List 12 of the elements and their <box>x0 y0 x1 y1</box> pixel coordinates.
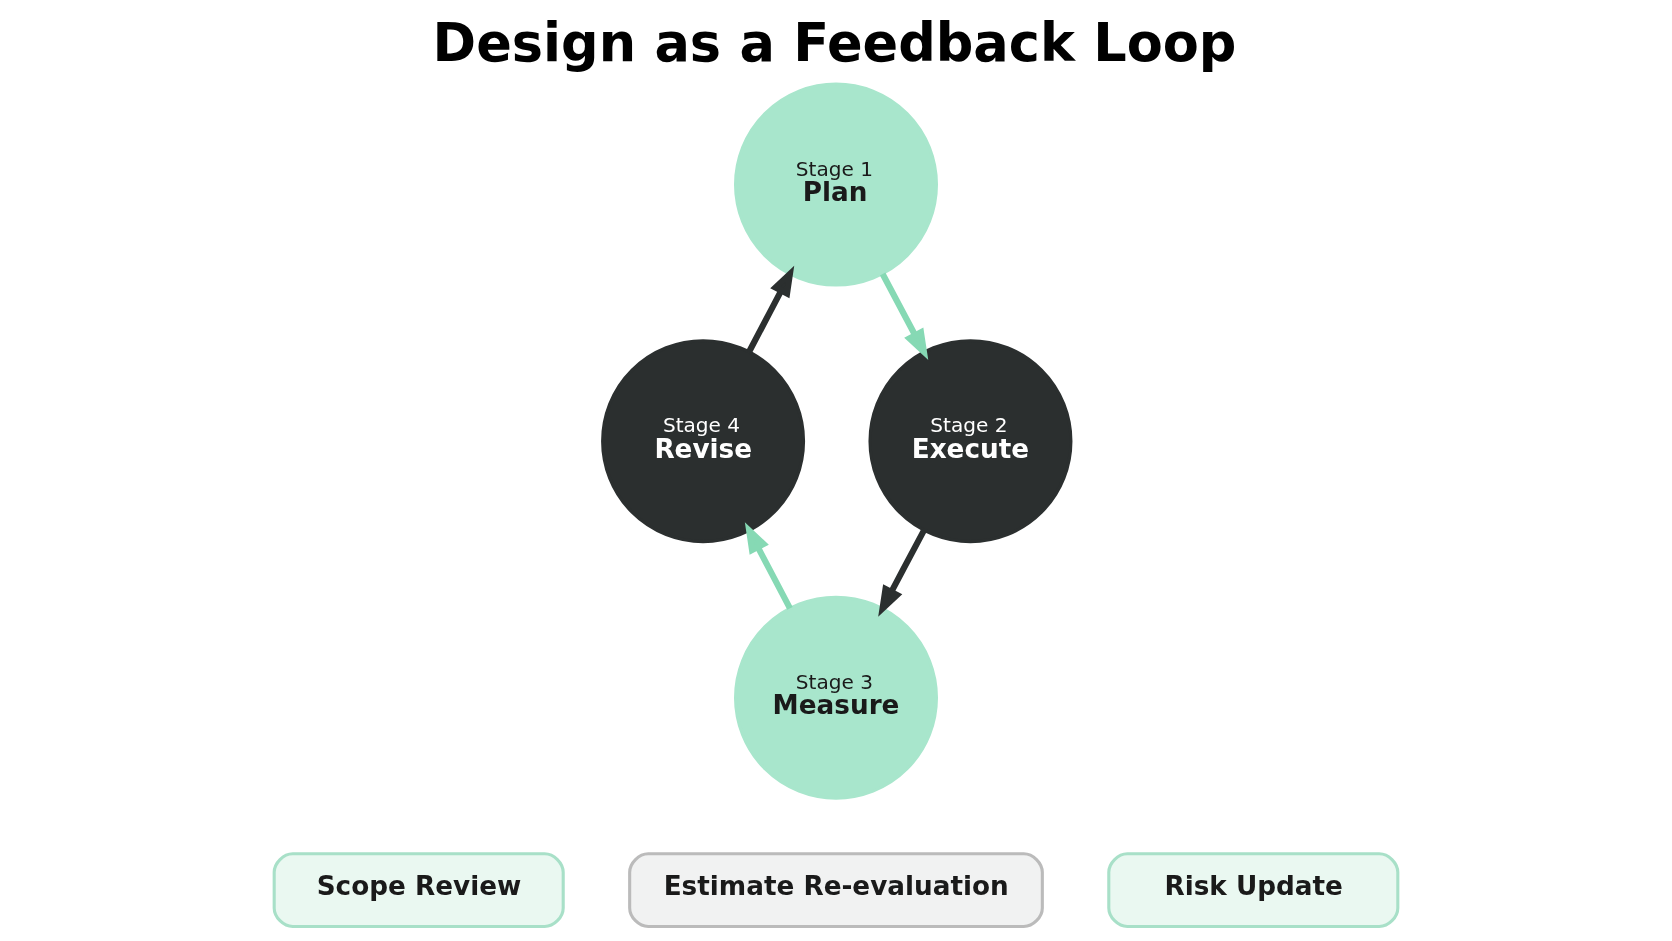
node-box: Risk Update <box>1107 852 1400 928</box>
node-box: Estimate Re-evaluation <box>628 852 1044 928</box>
arrow <box>744 522 793 610</box>
arrow <box>879 272 929 361</box>
node-circle: Stage 4 Revise <box>601 339 806 544</box>
node-circle: Stage 2 Execute <box>868 339 1073 544</box>
diagram-title: Design as a Feedback Loop <box>432 12 1237 74</box>
node-box: Scope Review <box>272 852 565 928</box>
node-circle: Stage 1 Plan <box>734 82 938 287</box>
node-circle: Stage 3 Measure <box>734 595 938 800</box>
arrow <box>746 265 795 354</box>
arrow <box>878 529 927 617</box>
